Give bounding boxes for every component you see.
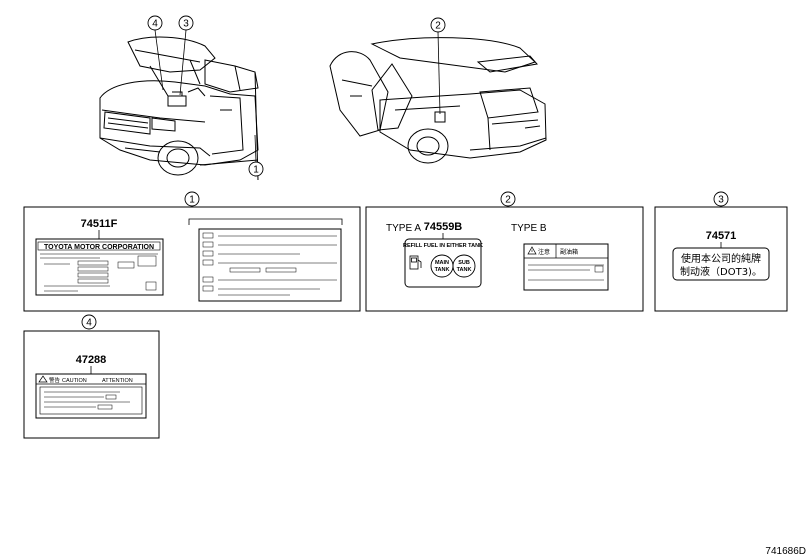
svg-text:制动液（DOT3)。: 制动液（DOT3)。 xyxy=(680,265,762,278)
svg-text:TANK: TANK xyxy=(435,267,450,273)
svg-text:4: 4 xyxy=(152,19,158,30)
part-number-74559B: 74559B xyxy=(424,221,463,233)
leader-line-1 xyxy=(254,134,257,163)
svg-text:1: 1 xyxy=(189,195,195,206)
svg-text:CAUTION: CAUTION xyxy=(62,378,87,384)
panel-3-frame xyxy=(654,206,788,312)
callout-1-panel: 1 xyxy=(184,191,200,207)
svg-text:REFILL FUEL IN EITHER TANK: REFILL FUEL IN EITHER TANK xyxy=(403,243,483,249)
callout-4-top: 4 xyxy=(147,15,163,31)
main-tank-circle xyxy=(430,254,454,278)
svg-text:2: 2 xyxy=(435,21,441,32)
vin-plate-label: TOYOTA MOTOR CORPORATION xyxy=(35,238,164,296)
svg-text:3: 3 xyxy=(718,195,724,206)
emission-plate-label xyxy=(188,218,343,302)
svg-text:注意: 注意 xyxy=(538,248,550,256)
drawing-reference-number: 741686D xyxy=(765,546,806,557)
svg-text:MAIN: MAIN xyxy=(435,260,449,266)
svg-text:SUB: SUB xyxy=(458,260,470,266)
panel-4-frame xyxy=(23,330,160,439)
warning-triangle-icon xyxy=(38,375,48,383)
type-a-label: TYPE A xyxy=(386,223,421,234)
fuel-pump-icon xyxy=(409,255,422,270)
callout-3-top: 3 xyxy=(178,15,194,31)
panel-2-frame xyxy=(365,206,644,312)
svg-text:ATTENTION: ATTENTION xyxy=(102,378,133,384)
rear-vehicle-illustration xyxy=(329,37,547,164)
callout-2-top: 2 xyxy=(430,17,446,33)
front-vehicle-illustration xyxy=(99,36,259,181)
callout-2-panel: 2 xyxy=(500,191,516,207)
callout-4-panel: 4 xyxy=(81,314,97,330)
leader-line-3 xyxy=(179,29,187,96)
panel-1-frame xyxy=(23,206,361,312)
svg-text:4: 4 xyxy=(86,318,92,329)
svg-text:2: 2 xyxy=(505,195,511,206)
sub-tank-circle xyxy=(452,254,476,278)
fuel-tank-label-type-a: REFILL FUEL IN EITHER TANK MAIN TANK SUB… xyxy=(403,238,483,288)
caution-label: 警告 CAUTION ATTENTION xyxy=(35,373,147,419)
callout-3-panel: 3 xyxy=(713,191,729,207)
warning-triangle-icon xyxy=(527,246,537,255)
part-number-74571: 74571 xyxy=(706,230,737,242)
brake-fluid-label: 使用本公司的純牌 制动液（DOT3)。 xyxy=(672,247,770,281)
fuel-tank-label-type-b: 注意 副油箱 xyxy=(523,243,609,291)
svg-text:TOYOTA MOTOR CORPORATION: TOYOTA MOTOR CORPORATION xyxy=(44,244,154,251)
svg-text:使用本公司的純牌: 使用本公司的純牌 xyxy=(681,252,761,265)
part-number-47288: 47288 xyxy=(76,354,107,366)
svg-text:3: 3 xyxy=(183,19,189,30)
svg-text:1: 1 xyxy=(253,165,259,176)
callout-1-top: 1 xyxy=(248,161,264,177)
leader-line-2 xyxy=(437,31,441,115)
svg-text:副油箱: 副油箱 xyxy=(560,248,578,256)
type-b-label: TYPE B xyxy=(511,223,547,234)
svg-text:TANK: TANK xyxy=(457,267,472,273)
part-number-74511F: 74511F xyxy=(81,218,118,230)
leader-line-4 xyxy=(154,29,164,91)
svg-text:警告: 警告 xyxy=(49,376,61,384)
